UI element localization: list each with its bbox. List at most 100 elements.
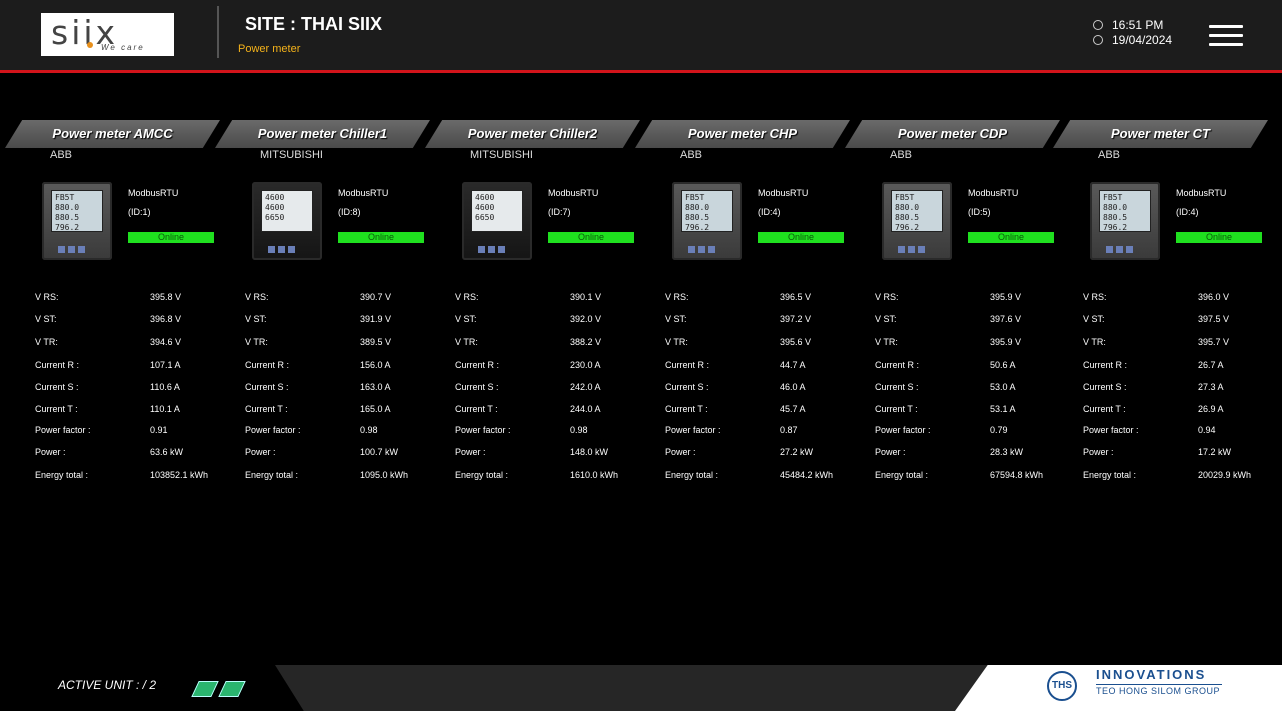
reading-label: Current T : [455, 404, 498, 414]
reading-value: 45484.2 kWh [780, 470, 834, 480]
device-buttons [58, 240, 88, 258]
reading-label: Energy total : [455, 470, 509, 480]
device-display-line: 6650 [265, 213, 285, 222]
ths-brand-panel [955, 665, 1282, 711]
meter-title: Power meter Chiller1 [257, 126, 388, 141]
device-display-line: FB5T [1103, 193, 1123, 202]
footer-bar: ACTIVE UNIT : / 2 THS INNOVATIONS TEO HO… [0, 665, 1282, 711]
reading-value: 388.2 V [570, 337, 602, 347]
reading-value: 396.5 V [780, 292, 812, 302]
reading-label: V ST: [875, 314, 897, 324]
reading-label: V TR: [665, 337, 688, 347]
reading-row-vtr: V TR:394.6 V [35, 337, 220, 351]
status-badge: Online [1176, 232, 1262, 243]
reading-row-vtr: V TR:395.6 V [665, 337, 850, 351]
page-1-button[interactable] [191, 681, 219, 697]
device-button [1126, 246, 1133, 253]
hamburger-menu-icon[interactable] [1209, 25, 1243, 47]
reading-row-energy: Energy total :103852.1 kWh [35, 470, 220, 484]
reading-row-ct: Current T :244.0 A [455, 404, 640, 418]
device-button [688, 246, 695, 253]
meter-device-id: (ID:7) [548, 207, 571, 217]
site-title: SITE : THAI SIIX [245, 14, 383, 34]
reading-value: 103852.1 kWh [150, 470, 209, 480]
reading-value: 26.9 A [1198, 404, 1224, 414]
reading-value: 396.0 V [1198, 292, 1230, 302]
reading-value: 163.0 A [360, 382, 391, 392]
reading-value: 63.6 kW [150, 447, 184, 457]
device-display-line: 6650 [475, 213, 495, 222]
meter-title: Power meter AMCC [52, 126, 173, 141]
reading-label: V RS: [665, 292, 689, 302]
device-buttons [688, 240, 718, 258]
reading-value: 0.98 [360, 425, 378, 435]
reading-value: 107.1 A [150, 360, 181, 370]
reading-value: 20029.9 kWh [1198, 470, 1252, 480]
brand-group-label: TEO HONG SILOM GROUP [1096, 686, 1221, 696]
page-2-button[interactable] [218, 681, 246, 697]
reading-value: 397.5 V [1198, 314, 1230, 324]
meter-protocol: ModbusRTU [968, 188, 1019, 198]
reading-row-pf: Power factor :0.94 [1083, 425, 1268, 439]
reading-value: 156.0 A [360, 360, 391, 370]
device-display-line: 880.5 [685, 213, 710, 222]
reading-value: 44.7 A [780, 360, 806, 370]
meter-brand: ABB [1098, 149, 1121, 161]
reading-value: 53.1 A [990, 404, 1016, 414]
calendar-icon [1093, 35, 1103, 45]
reading-row-cr: Current R : 107.1 A [35, 360, 220, 374]
device-button [1116, 246, 1123, 253]
reading-label: Current R : [35, 360, 80, 370]
reading-label: V TR: [455, 337, 478, 347]
device-display-line: 880.0 [55, 203, 80, 212]
clock-icon [1093, 20, 1103, 30]
reading-row-cr: Current R :26.7 A [1083, 360, 1268, 374]
reading-label: Current R : [875, 360, 920, 370]
reading-row-vst: V ST: 392.0 V [455, 314, 640, 328]
meter-protocol: ModbusRTU [548, 188, 599, 198]
reading-value: 67594.8 kWh [990, 470, 1044, 480]
device-button [68, 246, 75, 253]
meter-brand: ABB [50, 149, 73, 161]
device-display-line: FB5T [55, 193, 75, 202]
device-display-line: FB5T [685, 193, 705, 202]
device-display-line: 4600 [475, 203, 495, 212]
device-display-line: 880.0 [685, 203, 710, 212]
reading-label: V TR: [245, 337, 268, 347]
reading-row-vtr: V TR:395.9 V [875, 337, 1060, 351]
device-display-line: 880.0 [1103, 203, 1128, 212]
reading-value: 28.3 kW [990, 447, 1024, 457]
meter-title-banner [845, 120, 1060, 148]
reading-value: 230.0 A [570, 360, 601, 370]
reading-value: 26.7 A [1198, 360, 1224, 370]
reading-value: 397.6 V [990, 314, 1022, 324]
reading-value: 392.0 V [570, 314, 602, 324]
reading-label: V ST: [455, 314, 477, 324]
reading-value: 1095.0 kWh [360, 470, 409, 480]
reading-row-cr: Current R :50.6 A [875, 360, 1060, 374]
reading-value: 148.0 kW [570, 447, 609, 457]
reading-label: Energy total : [665, 470, 719, 480]
reading-label: Current T : [665, 404, 708, 414]
reading-label: V RS: [875, 292, 899, 302]
device-button [1106, 246, 1113, 253]
device-display-line: 4600 [475, 193, 495, 202]
reading-row-vst: V ST:396.8 V [35, 314, 220, 328]
reading-label: V RS: [245, 292, 269, 302]
device-display-line: 880.5 [55, 213, 80, 222]
reading-row-pf: Power factor :0.87 [665, 425, 850, 439]
reading-row-cs: Current S :27.3 A [1083, 382, 1268, 396]
reading-row-cr: Current R :230.0 A [455, 360, 640, 374]
ths-logo-icon: THS [1047, 671, 1077, 701]
reading-label: Energy total : [245, 470, 299, 480]
